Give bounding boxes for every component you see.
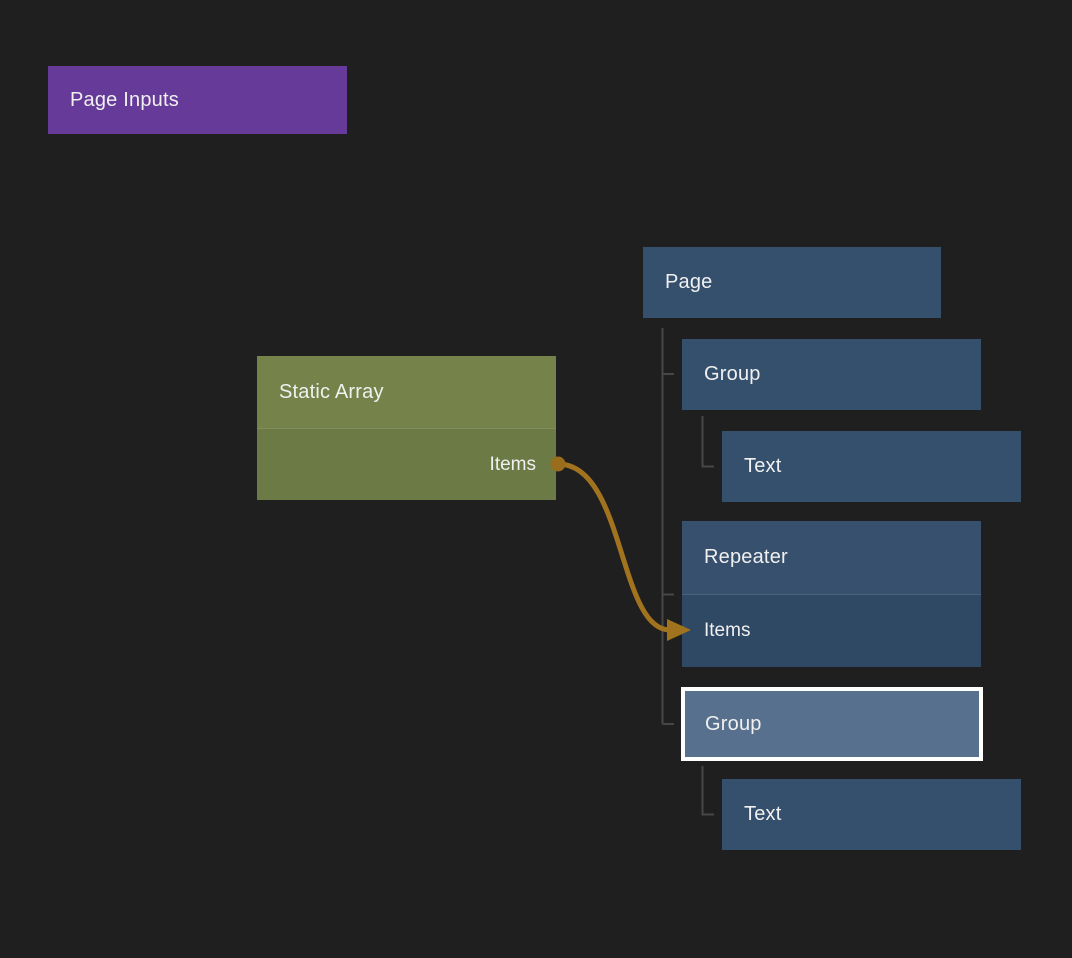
static-array-header[interactable]: Static Array [257, 356, 556, 428]
node-title: Text [744, 455, 782, 477]
node-group-1[interactable]: Group [682, 339, 981, 410]
tree-trunk-page-children [661, 328, 674, 725]
node-title: Static Array [279, 380, 384, 403]
connection-wire-items[interactable] [555, 461, 673, 633]
input-port-label: Items [704, 620, 751, 641]
repeater-input-row-items[interactable]: Items [682, 594, 981, 667]
node-title: Page [665, 271, 713, 293]
node-page-inputs[interactable]: Page Inputs [48, 66, 347, 134]
repeater-header[interactable]: Repeater [682, 521, 981, 594]
tree-branch-group1-text1 [701, 416, 714, 468]
node-text-2[interactable]: Text [722, 779, 1021, 850]
node-title: Group [705, 712, 762, 735]
node-title: Repeater [704, 546, 788, 568]
node-repeater[interactable]: Repeater Items [682, 521, 981, 667]
node-page[interactable]: Page [643, 247, 941, 318]
tree-branch-group2-text2 [701, 766, 714, 816]
node-group-2-selected[interactable]: Group [681, 687, 983, 761]
node-static-array[interactable]: Static Array Items [257, 356, 556, 500]
node-title: Group [704, 363, 761, 385]
node-title: Text [744, 803, 782, 825]
static-array-output-row-items[interactable]: Items [257, 428, 556, 500]
node-title: Page Inputs [70, 88, 179, 111]
node-text-1[interactable]: Text [722, 431, 1021, 502]
output-port-label: Items [489, 453, 536, 475]
